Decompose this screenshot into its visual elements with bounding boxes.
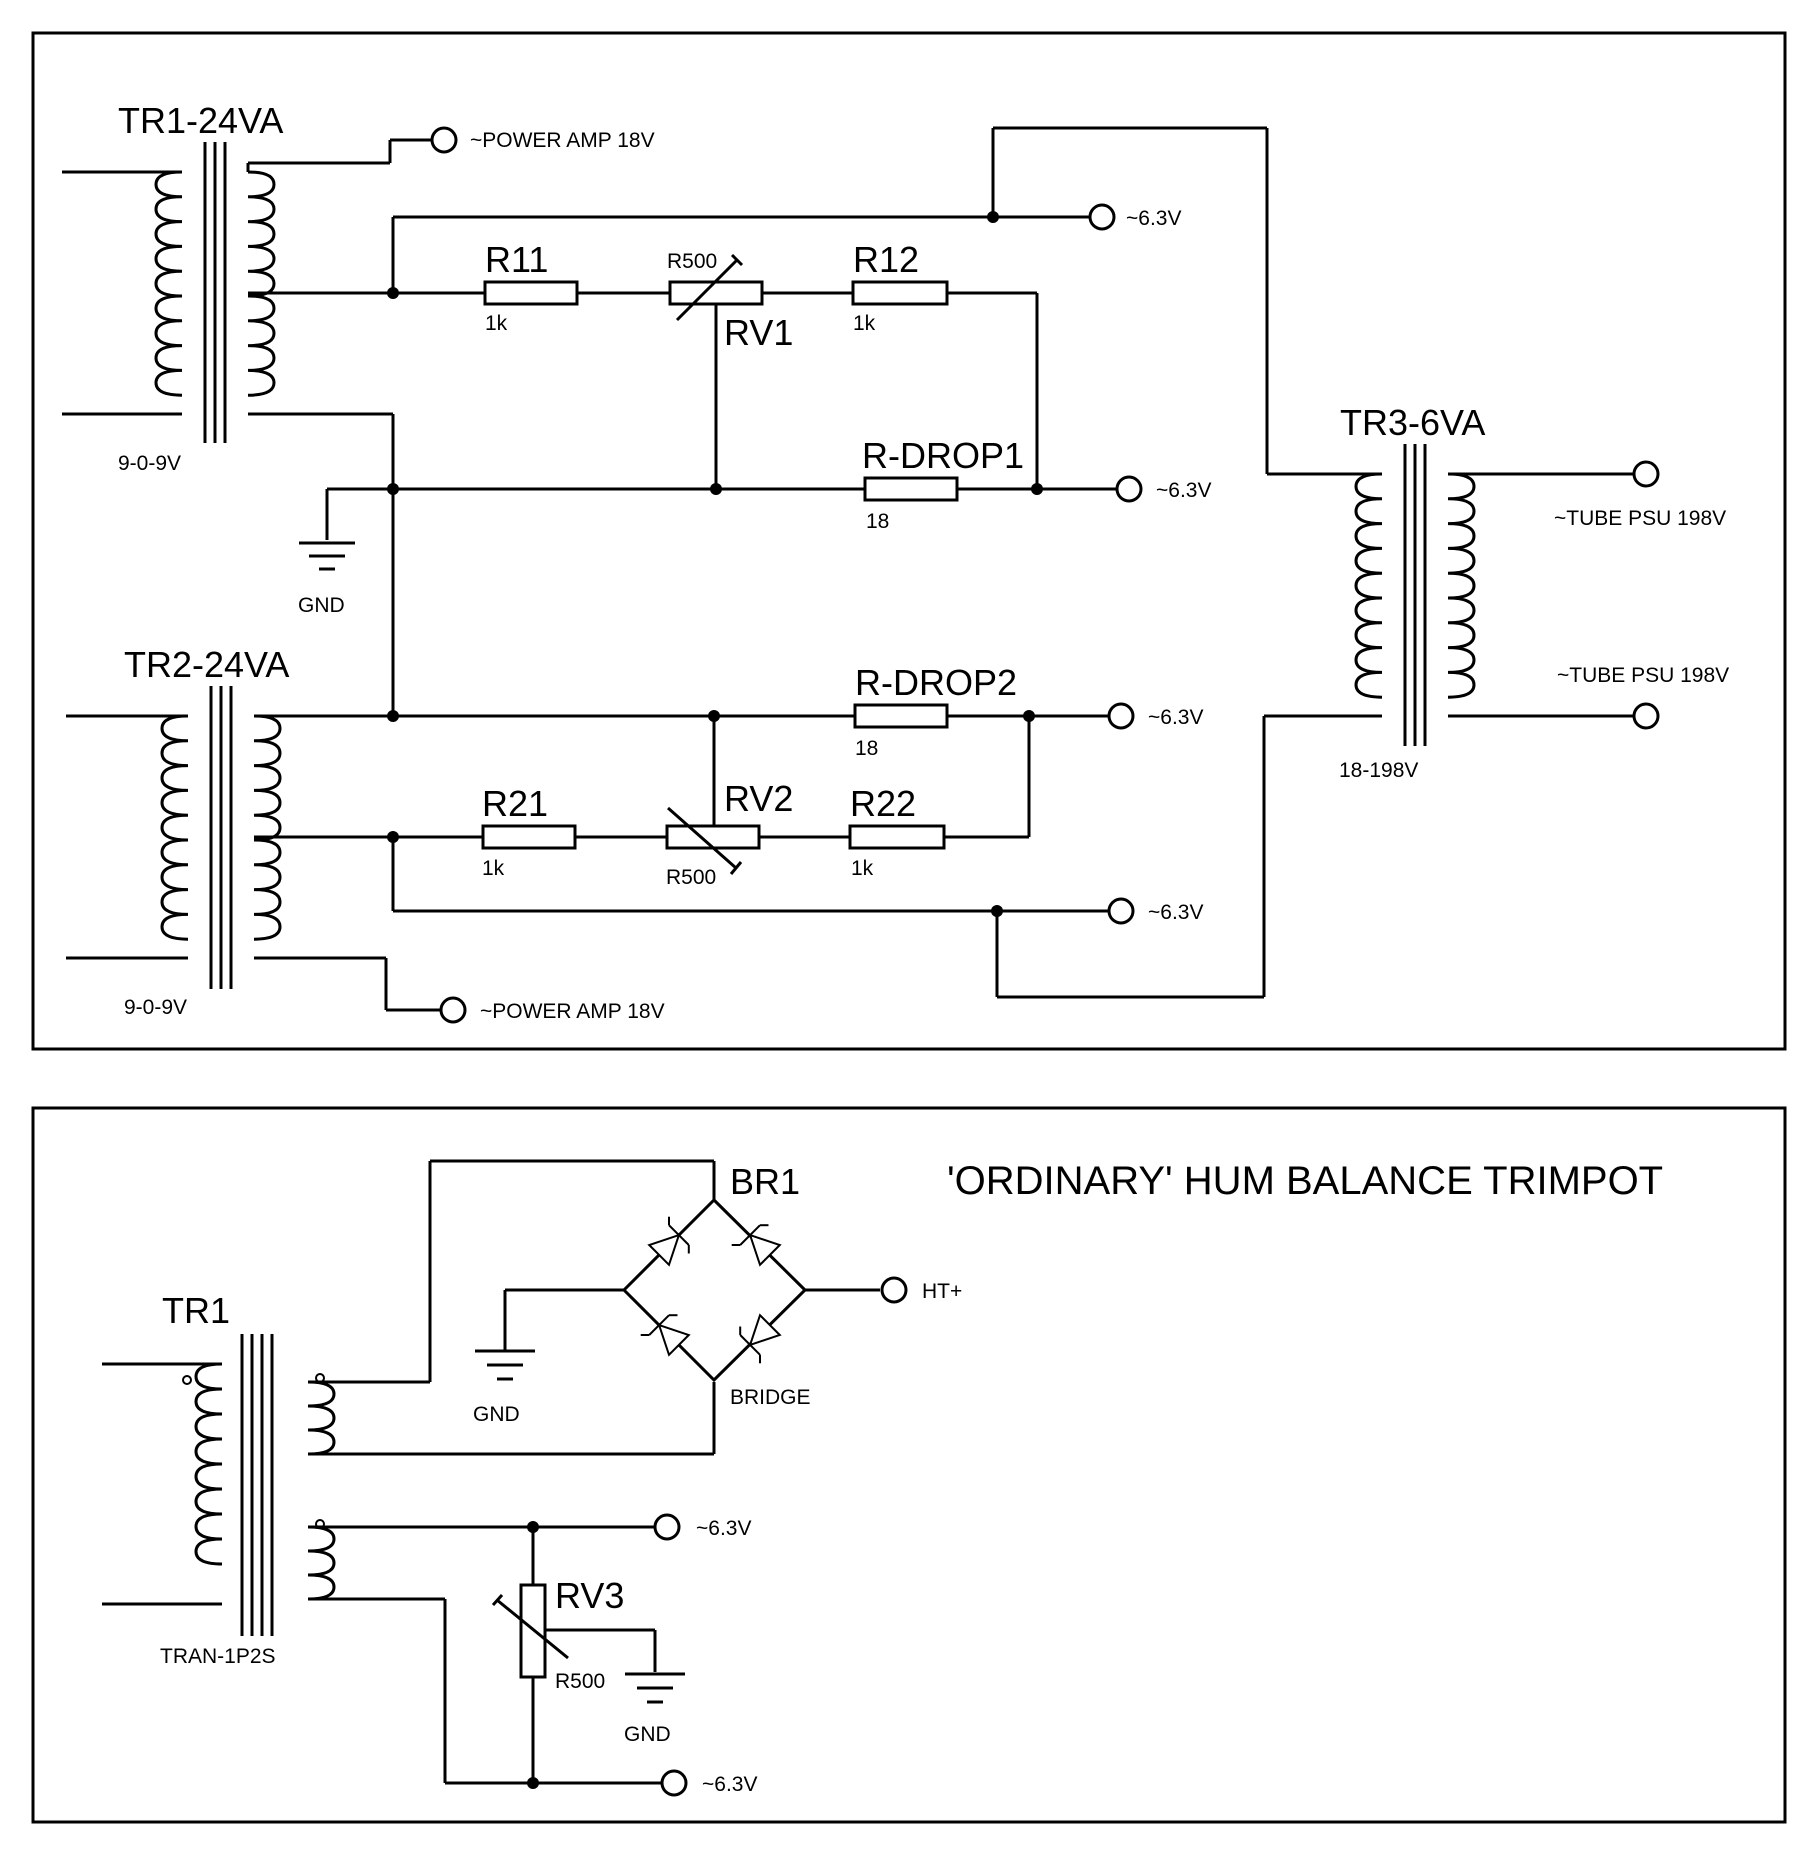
tr3-name: TR3-6VA [1340,402,1485,443]
label-power-amp-top: ~POWER AMP 18V [470,129,655,152]
panel-bottom: 'ORDINARY' HUM BALANCE TRIMPOT [31,1106,1787,1824]
label-tube-psu-a: ~TUBE PSU 198V [1554,507,1726,530]
rv1-value: R500 [667,250,717,273]
panel-top-frame [31,31,1787,1051]
junctions-bottom [527,1521,539,1789]
label-ht: HT+ [922,1280,962,1303]
tr1-transformer [62,138,432,716]
label-6v3-a: ~6.3V [1126,207,1181,230]
r12-value: 1k [853,312,876,335]
terminal-power-amp-bottom [439,996,467,1024]
gnd-label-bottom-2: GND [624,1723,671,1746]
r21-value: 1k [482,857,505,880]
rdrop2-name: R-DROP2 [855,662,1017,703]
rv3-value: R500 [555,1670,605,1693]
terminal-6v3-bottom-b [660,1769,688,1797]
br1-name: BR1 [730,1161,800,1202]
br1-bridge-rectifier [503,1197,880,1383]
tr1-spec: 9-0-9V [118,452,181,475]
gnd-label-bottom-1: GND [473,1403,520,1426]
r22-value: 1k [851,857,874,880]
terminal-6v3-d [1107,897,1135,925]
terminal-tube-psu-b [1632,702,1660,730]
top-wires [325,126,1382,540]
rdrop1-value: 18 [866,510,889,533]
tran-1p2s-dots [182,1373,325,1529]
tr3-transformer [1354,444,1634,746]
tr2-name: TR2-24VA [124,644,289,685]
terminal-ht [880,1276,908,1304]
r11-value: 1k [485,312,508,335]
r11-resistor [483,280,579,306]
rv2-name: RV2 [724,778,793,819]
label-6v3-d: ~6.3V [1148,901,1203,924]
terminal-tube-psu-a [1632,460,1660,488]
terminal-6v3-a [1088,203,1116,231]
rdrop1-resistor [863,476,959,502]
gnd-symbol-bottom-2 [625,1672,685,1704]
rv1-potentiometer [668,253,764,322]
label-6v3-bottom-a: ~6.3V [696,1517,751,1540]
rdrop2-value: 18 [855,737,878,760]
rdrop1-name: R-DROP1 [862,435,1024,476]
r22-name: R22 [850,783,916,824]
terminal-6v3-c [1107,702,1135,730]
tr2-transformer [66,686,1382,1012]
rv2-value: R500 [666,866,716,889]
r11-name: R11 [485,239,548,280]
r12-name: R12 [853,239,919,280]
tr1-name: TR1-24VA [118,100,283,141]
r12-resistor [851,280,949,306]
br1-type: BRIDGE [730,1386,811,1409]
label-6v3-b: ~6.3V [1156,479,1211,502]
terminal-power-amp-top [430,126,458,154]
rv1-name: RV1 [724,312,793,353]
label-power-amp-bottom: ~POWER AMP 18V [480,1000,665,1023]
tran-1p2s-transformer [102,1159,716,1785]
tran-1p2s-spec: TRAN-1P2S [160,1645,276,1668]
rv3-potentiometer [491,1527,657,1783]
r21-name: R21 [482,783,548,824]
label-6v3-bottom-b: ~6.3V [702,1773,757,1796]
rdrop2-resistor [853,703,949,729]
rv2-potentiometer [665,806,761,875]
label-6v3-c: ~6.3V [1148,706,1203,729]
label-tube-psu-b: ~TUBE PSU 198V [1557,664,1729,687]
gnd-symbol-bottom-1 [475,1349,535,1381]
terminal-6v3-b [1115,475,1143,503]
tr3-spec: 18-198V [1339,759,1418,782]
r21-resistor [481,824,577,850]
rv3-name: RV3 [555,1575,624,1616]
tran-1p2s-name: TR1 [162,1290,230,1331]
junctions-top [387,211,1043,917]
panel-bottom-frame [31,1106,1787,1824]
panel-bottom-title: 'ORDINARY' HUM BALANCE TRIMPOT [947,1159,1663,1203]
panel-top: TR1-24VA 9-0-9V [31,31,1787,1051]
r22-resistor [848,824,946,850]
gnd-symbol-top [299,541,355,571]
tr2-spec: 9-0-9V [124,996,187,1019]
gnd-label-top: GND [298,594,345,617]
terminal-6v3-bottom-a [653,1513,681,1541]
